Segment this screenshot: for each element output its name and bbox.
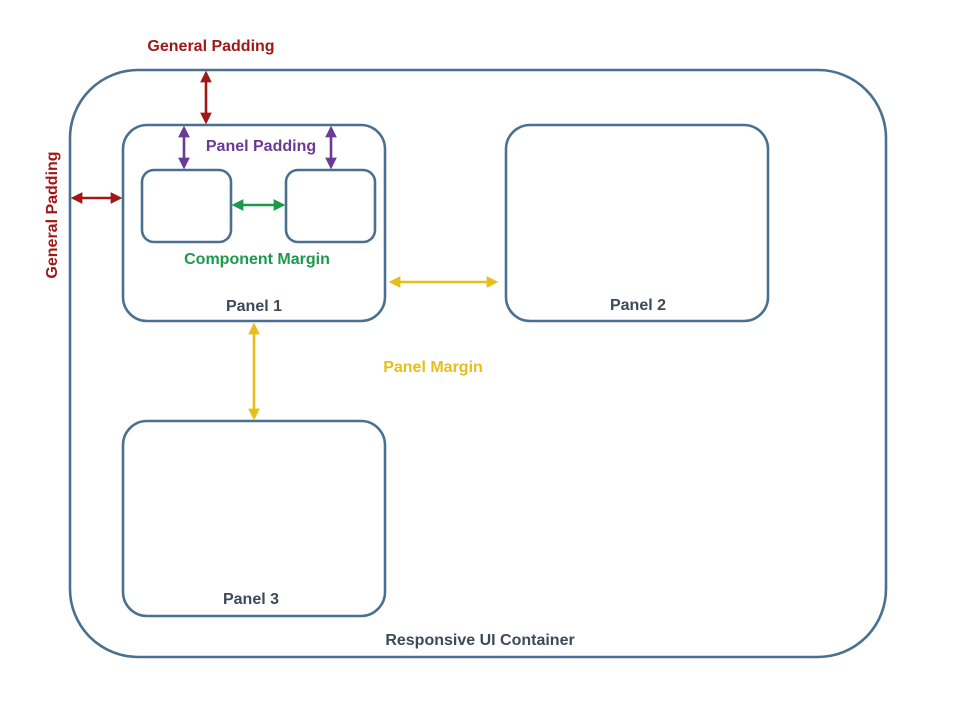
general-padding-left-label: General Padding — [44, 151, 61, 278]
panel-2-label: Panel 2 — [610, 297, 666, 314]
panel-1-label: Panel 1 — [226, 298, 282, 315]
panel-padding-label: Panel Padding — [206, 138, 316, 155]
component-left — [140, 168, 233, 244]
panel-margin-label: Panel Margin — [383, 359, 483, 376]
component-right — [284, 168, 377, 244]
container-label: Responsive UI Container — [385, 632, 574, 649]
component-margin-label: Component Margin — [184, 251, 330, 268]
panel-2 — [504, 123, 770, 323]
general-padding-top-label: General Padding — [147, 38, 274, 55]
panel-3 — [121, 419, 387, 618]
panel-3-label: Panel 3 — [223, 591, 279, 608]
